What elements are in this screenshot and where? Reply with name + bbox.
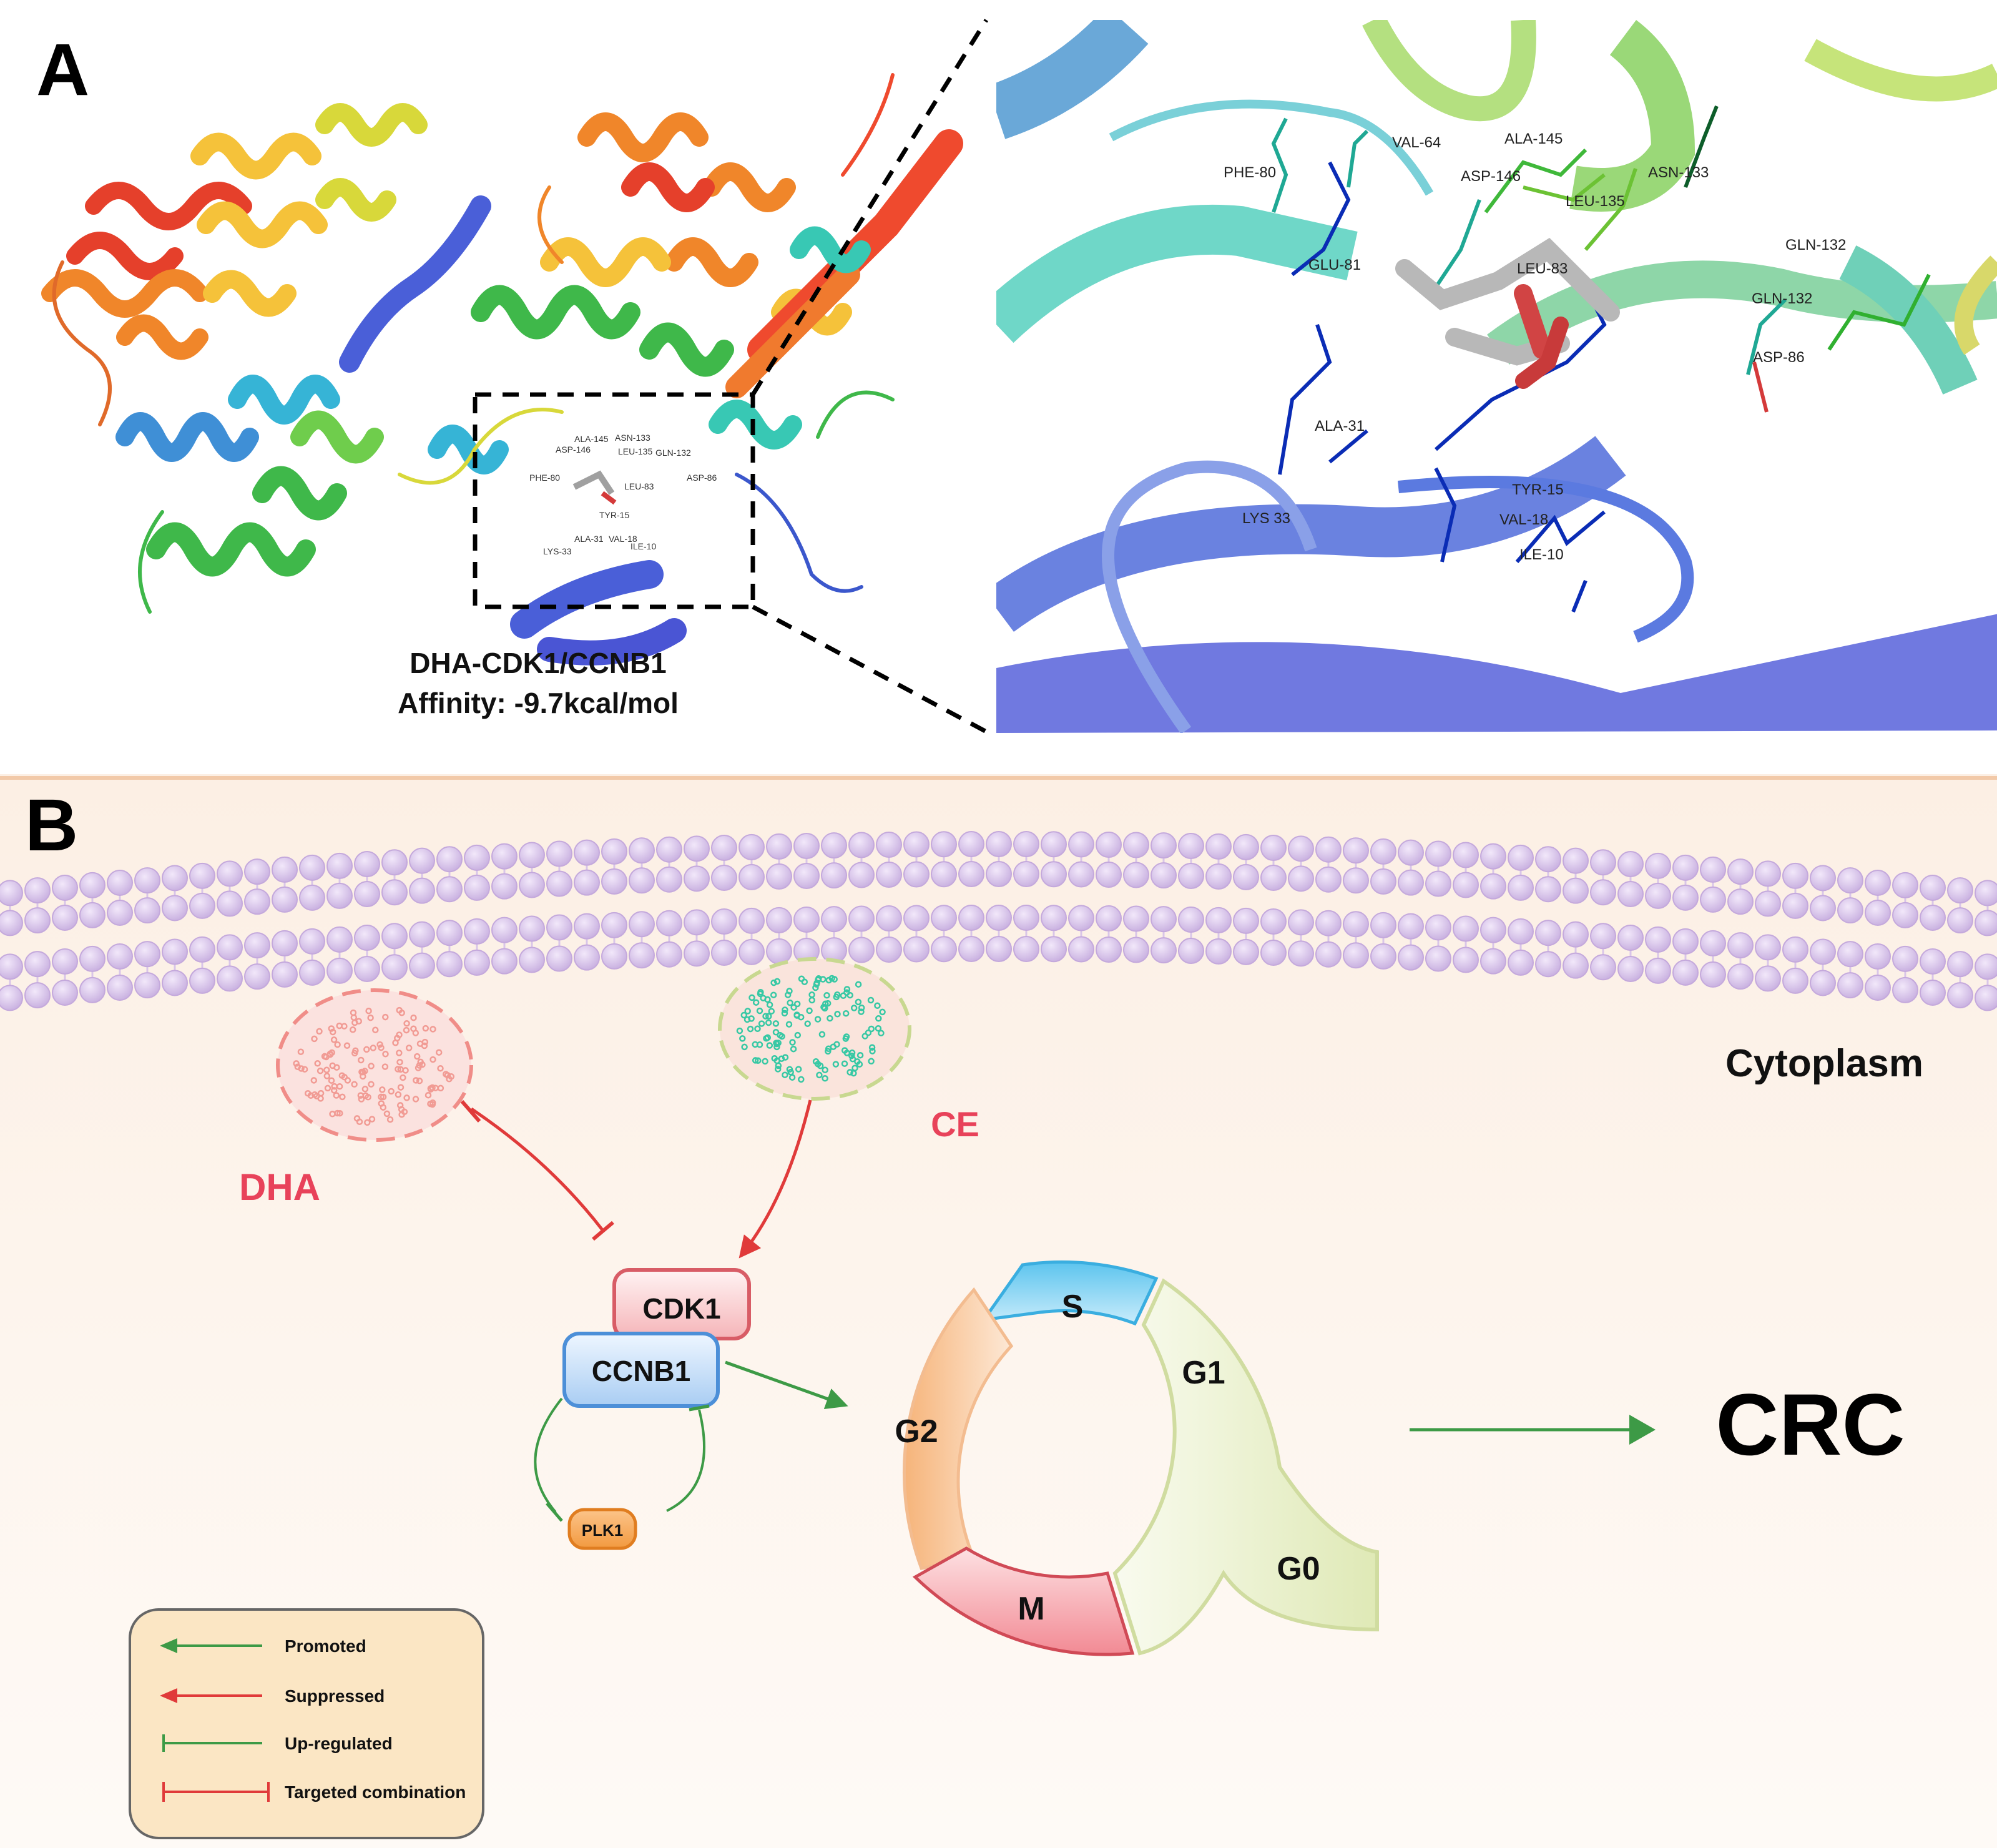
ce-label: CE bbox=[931, 1104, 979, 1144]
svg-text:TYR-15: TYR-15 bbox=[599, 510, 629, 520]
svg-text:ASP-146: ASP-146 bbox=[1461, 168, 1521, 185]
dha-label: DHA bbox=[239, 1166, 320, 1208]
svg-text:ASP-86: ASP-86 bbox=[1753, 349, 1805, 366]
dha-inhibition-arrow bbox=[470, 1107, 604, 1231]
svg-text:ASN-133: ASN-133 bbox=[615, 433, 650, 443]
plk1-label: PLK1 bbox=[582, 1521, 623, 1540]
svg-text:LEU-135: LEU-135 bbox=[618, 446, 652, 456]
svg-text:GLU-81: GLU-81 bbox=[1308, 257, 1361, 273]
dha-molecule bbox=[276, 988, 473, 1142]
cell-membrane bbox=[0, 831, 1997, 1011]
phase-s-segment bbox=[980, 1260, 1159, 1326]
phase-g0-label: G0 bbox=[1277, 1551, 1320, 1587]
phase-s-label: S bbox=[1062, 1289, 1084, 1325]
svg-text:ILE-10: ILE-10 bbox=[1519, 546, 1564, 563]
svg-text:PHE-80: PHE-80 bbox=[1224, 164, 1276, 181]
svg-text:LEU-83: LEU-83 bbox=[624, 481, 654, 491]
svg-text:LYS 33: LYS 33 bbox=[1242, 510, 1290, 527]
cell-cycle-ring bbox=[902, 1260, 1379, 1656]
svg-text:ASP-86: ASP-86 bbox=[687, 473, 717, 483]
svg-text:LEU-83: LEU-83 bbox=[1517, 260, 1568, 277]
legend-up-regulated: Up-regulated bbox=[285, 1734, 393, 1753]
ccnb1-plk1-loop-left bbox=[534, 1397, 563, 1513]
phase-m-label: M bbox=[1018, 1591, 1044, 1627]
panel-a-label: A bbox=[36, 29, 89, 111]
plk1-box bbox=[567, 1508, 637, 1550]
phase-g2-segment bbox=[902, 1287, 1014, 1570]
legend: Promoted Suppressed Up-regulated Targete… bbox=[129, 1608, 484, 1839]
svg-text:ALA-31: ALA-31 bbox=[1315, 418, 1365, 435]
crc-label: CRC bbox=[1715, 1375, 1905, 1473]
phase-g1-g0-segment bbox=[1112, 1278, 1379, 1656]
legend-targeted-combination: Targeted combination bbox=[285, 1782, 466, 1802]
svg-text:ALA-145: ALA-145 bbox=[1504, 130, 1563, 147]
svg-text:ASP-146: ASP-146 bbox=[556, 445, 591, 455]
legend-promoted: Promoted bbox=[285, 1636, 366, 1656]
complex-title: DHA-CDK1/CCNB1 bbox=[410, 647, 666, 679]
protein-ribbon-structure bbox=[41, 73, 963, 666]
affinity-text: Affinity: -9.7kcal/mol bbox=[398, 687, 679, 719]
ccnb1-label: CCNB1 bbox=[592, 1355, 690, 1387]
zoom-line-top bbox=[751, 19, 988, 396]
svg-text:LYS-33: LYS-33 bbox=[543, 546, 572, 556]
svg-text:ILE-10: ILE-10 bbox=[631, 541, 656, 551]
ce-arrow bbox=[738, 1099, 812, 1259]
ligand-small bbox=[572, 470, 617, 505]
phase-g2-label: G2 bbox=[895, 1413, 938, 1450]
binding-site-small-labels: ASP-146 ALA-145 ASN-133 LEU-135 GLN-132 … bbox=[529, 433, 717, 556]
svg-text:ASN-133: ASN-133 bbox=[1648, 164, 1709, 181]
zoom-region-box bbox=[473, 392, 755, 609]
svg-text:GLN-132: GLN-132 bbox=[1752, 290, 1812, 307]
svg-text:TYR-15: TYR-15 bbox=[1512, 481, 1564, 498]
svg-text:GLN-132: GLN-132 bbox=[655, 448, 691, 458]
svg-text:ALA-31: ALA-31 bbox=[574, 534, 604, 544]
ce-molecule bbox=[718, 957, 911, 1101]
binding-pocket-zoom: PHE-80 VAL-64 ALA-145 ASP-146 ASN-133 LE… bbox=[996, 20, 1997, 733]
legend-suppressed: Suppressed bbox=[285, 1686, 385, 1706]
svg-text:VAL-18: VAL-18 bbox=[609, 534, 637, 544]
svg-text:VAL-64: VAL-64 bbox=[1392, 134, 1441, 151]
phase-g1-label: G1 bbox=[1182, 1355, 1225, 1391]
zoom-line-bottom bbox=[752, 604, 988, 734]
ccnb1-plk1-loop-right bbox=[666, 1409, 706, 1512]
panel-b-label: B bbox=[25, 784, 78, 867]
svg-text:ALA-145: ALA-145 bbox=[574, 434, 609, 444]
cytoplasm-label: Cytoplasm bbox=[1725, 1042, 1923, 1085]
svg-text:LEU-135: LEU-135 bbox=[1566, 193, 1625, 210]
cdk1-label: CDK1 bbox=[642, 1292, 720, 1325]
svg-text:PHE-80: PHE-80 bbox=[529, 473, 560, 483]
ccnb1-box bbox=[562, 1332, 720, 1408]
svg-text:GLN-132: GLN-132 bbox=[1785, 237, 1846, 253]
phase-m-segment bbox=[912, 1546, 1135, 1656]
ccnb1-to-cycle-arrow bbox=[725, 1360, 848, 1410]
svg-text:VAL-18: VAL-18 bbox=[1499, 511, 1548, 528]
